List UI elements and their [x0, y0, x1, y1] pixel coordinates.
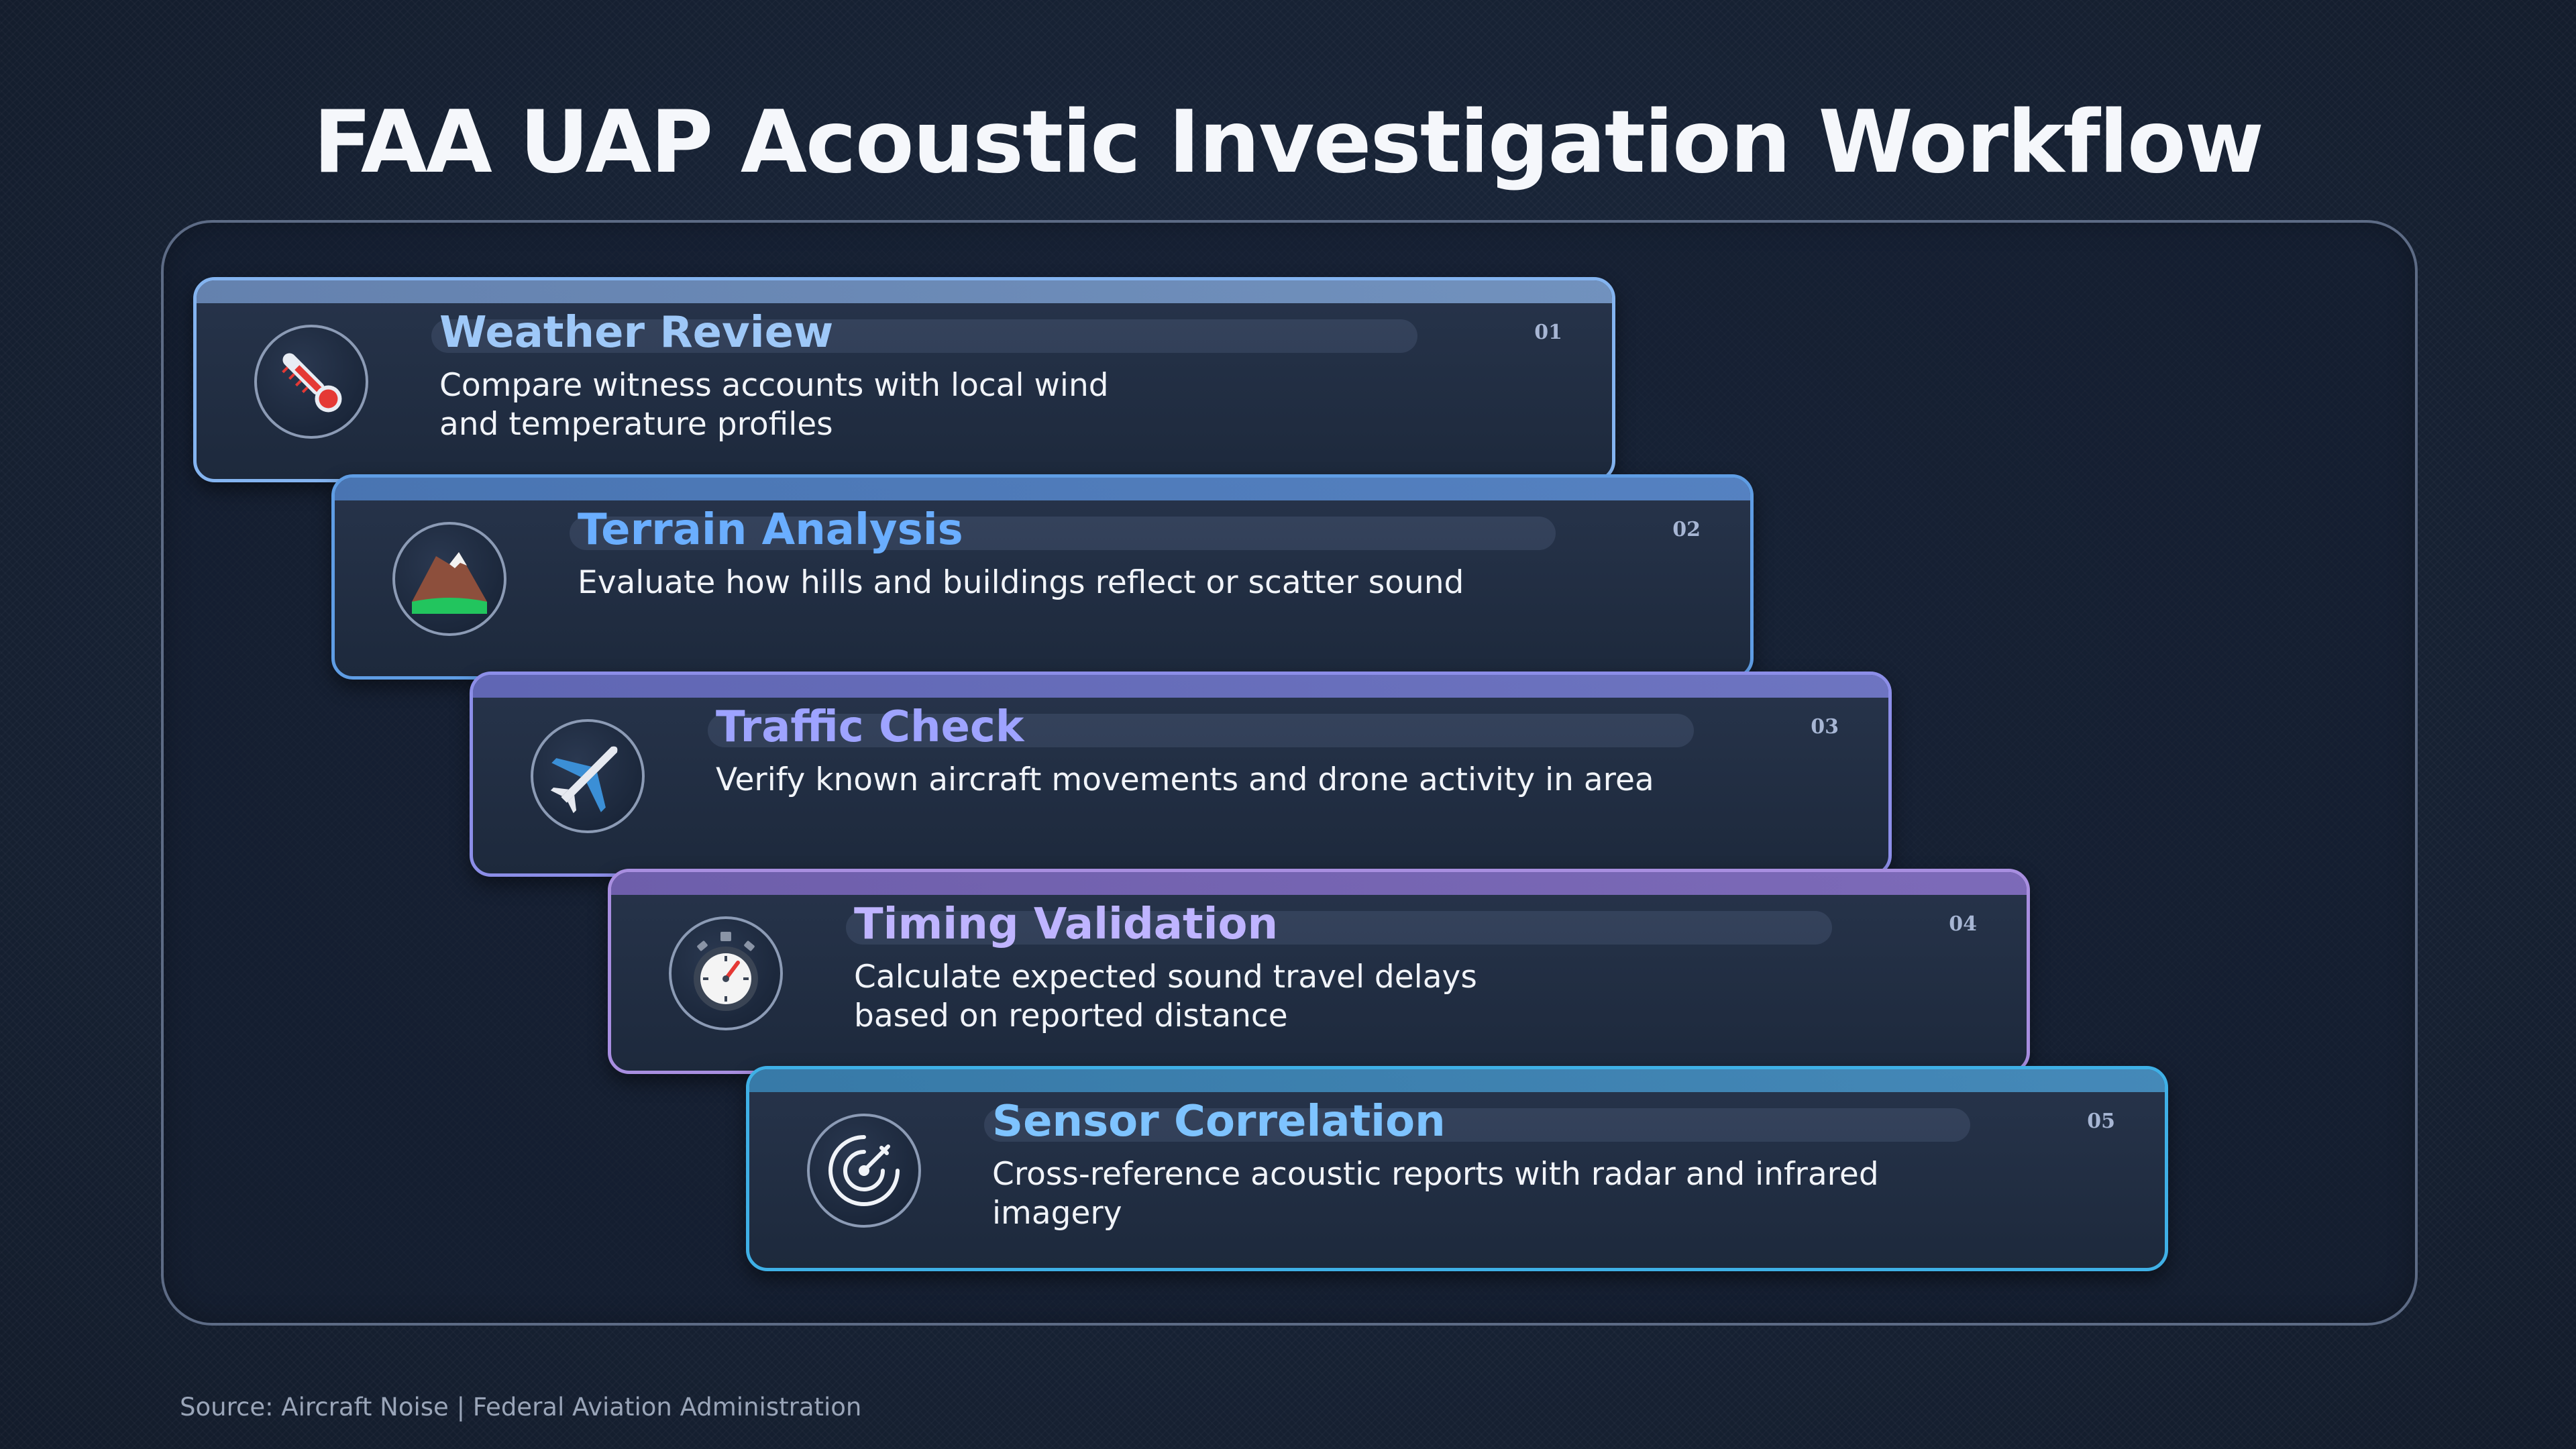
step-description: Calculate expected sound travel delays b… — [854, 959, 1477, 1034]
step-card-terrain-analysis: Terrain Analysis Evaluate how hills and … — [331, 474, 1754, 680]
title-track — [708, 714, 1694, 747]
step-description: Evaluate how hills and buildings reflect… — [578, 564, 1464, 601]
step-description: Verify known aircraft movements and dron… — [716, 761, 1654, 798]
step-title: Timing Validation — [854, 900, 1279, 949]
card-header-band — [611, 872, 2027, 895]
card-header-band — [197, 280, 1612, 303]
title-track — [431, 319, 1417, 353]
title-track — [570, 517, 1556, 550]
step-card-weather-review: Weather Review Compare witness accounts … — [193, 277, 1615, 482]
source-citation: Source: Aircraft Noise | Federal Aviatio… — [180, 1393, 862, 1421]
mountain-icon — [392, 522, 506, 636]
title-track — [846, 911, 1832, 945]
step-number: 01 — [1534, 321, 1562, 344]
step-card-sensor-correlation: Sensor Correlation Cross-reference acous… — [746, 1066, 2168, 1271]
stopwatch-icon — [669, 916, 783, 1030]
step-card-timing-validation: Timing Validation Calculate expected sou… — [608, 869, 2030, 1074]
airplane-icon — [531, 719, 645, 833]
step-description: Compare witness accounts with local wind… — [439, 367, 1109, 443]
step-title: Weather Review — [439, 308, 834, 358]
card-header-band — [335, 478, 1750, 500]
step-title: Terrain Analysis — [578, 505, 963, 555]
step-title: Sensor Correlation — [992, 1097, 1446, 1146]
step-number: 04 — [1949, 912, 1977, 936]
step-number: 02 — [1672, 518, 1701, 541]
step-description: Cross-reference acoustic reports with ra… — [992, 1156, 1879, 1232]
step-title: Traffic Check — [716, 702, 1024, 752]
radar-icon — [807, 1114, 921, 1228]
step-number: 05 — [2087, 1110, 2115, 1133]
step-card-traffic-check: Traffic Check Verify known aircraft move… — [470, 672, 1892, 877]
page-title: FAA UAP Acoustic Investigation Workflow — [313, 93, 2264, 193]
step-number: 03 — [1811, 715, 1839, 739]
title-track — [984, 1108, 1970, 1142]
card-header-band — [473, 675, 1888, 698]
card-header-band — [749, 1069, 2165, 1092]
thermometer-icon — [254, 325, 368, 439]
